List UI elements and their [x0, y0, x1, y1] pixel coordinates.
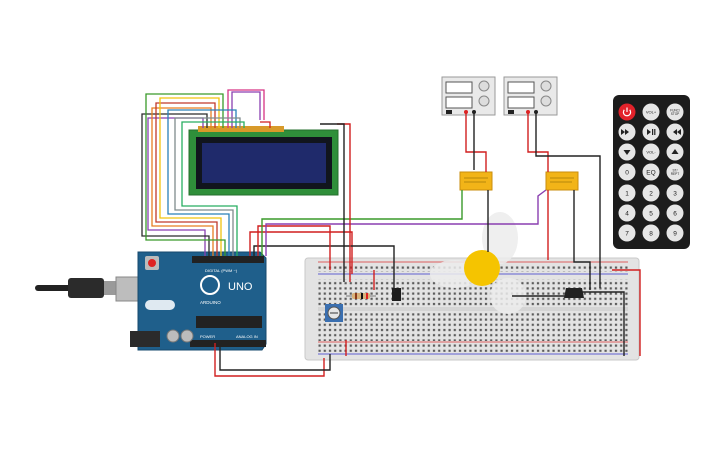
remote-button-label: STOP [671, 112, 680, 116]
remote-button-label: 4 [625, 210, 629, 217]
lcd-display [188, 126, 339, 196]
remote-button-face [666, 224, 684, 242]
rewind-icon [621, 129, 629, 135]
remote-button-2[interactable]: 2 [642, 184, 660, 202]
power-pins-label: POWER [200, 334, 215, 339]
remote-button-label: 8 [649, 230, 653, 237]
remote-button-face [618, 204, 636, 222]
remote-button-face [642, 103, 660, 121]
remote-button-up[interactable] [666, 143, 684, 161]
relay-2 [545, 171, 579, 191]
remote-button-face [666, 163, 684, 181]
resistor [346, 293, 376, 299]
remote-button-5[interactable]: 5 [642, 204, 660, 222]
arduino-model-label: UNO [228, 281, 253, 293]
remote-button-4[interactable]: 4 [618, 204, 636, 222]
remote-button-7[interactable]: 7 [618, 224, 636, 242]
arduino-brand-label: ARDUINO [200, 300, 221, 305]
down-icon [623, 150, 631, 155]
up-icon [671, 149, 679, 154]
remote-button-vol[interactable]: VOL+ [642, 103, 660, 121]
remote-button-face [618, 224, 636, 242]
remote-button-label: VOL+ [646, 109, 657, 114]
remote-button-face [642, 204, 660, 222]
remote-button-label: 3 [673, 190, 677, 197]
remote-button-func-stop[interactable]: FUNC/STOP [666, 103, 684, 121]
remote-button-3[interactable]: 3 [666, 184, 684, 202]
remote-button-label: 6 [673, 210, 677, 217]
circuit-wires [214, 113, 641, 377]
remote-button-play-pause[interactable] [642, 123, 660, 141]
remote-button-down[interactable] [618, 143, 636, 161]
usb-cable [35, 276, 143, 302]
remote-button-1[interactable]: 1 [618, 184, 636, 202]
remote-button-label: 5 [649, 210, 653, 217]
remote-button-8[interactable]: 8 [642, 224, 660, 242]
lcd-wires [141, 89, 271, 256]
ir-receiver [392, 288, 401, 301]
remote-button-label: REPT [671, 172, 680, 176]
remote-button-label: 0 [625, 169, 629, 176]
remote-button-face [642, 224, 660, 242]
remote-button-label: 1 [625, 190, 629, 197]
power-icon [622, 109, 632, 117]
arduino-board: UNO ARDUINO DIGITAL (PWM ~) POWER ANALOG… [130, 251, 267, 351]
remote-button-label: 2 [649, 190, 653, 197]
power-supply-1 [441, 76, 496, 116]
remote-button-eq[interactable]: EQ [642, 163, 660, 181]
remote-button-label: 7 [625, 230, 629, 237]
potentiometer [325, 304, 343, 322]
remote-button-label: ST/ [673, 168, 678, 172]
remote-button-face [666, 103, 684, 121]
remote-button-label: EQ [646, 169, 655, 176]
remote-button-rewind[interactable] [618, 123, 636, 141]
remote-button-face [618, 163, 636, 181]
fast-forward-icon [673, 129, 681, 135]
analog-pins-label: ANALOG IN [236, 334, 258, 339]
transistor [564, 288, 584, 298]
remote-button-0[interactable]: 0 [618, 163, 636, 181]
remote-button-label: 9 [673, 230, 677, 237]
ir-remote: VOL+ FUNC/STOP VOL- 0 EQ ST/REPT 1 2 3 4 5 6 7 8 9 [613, 95, 690, 249]
remote-button-face [642, 163, 660, 181]
remote-button-face [642, 184, 660, 202]
remote-button-face [618, 184, 636, 202]
remote-button-face [666, 204, 684, 222]
remote-button-vol[interactable]: VOL- [642, 143, 660, 161]
remote-button-label: FUNC/ [670, 108, 680, 112]
remote-button-fast-forward[interactable] [666, 123, 684, 141]
remote-button-6[interactable]: 6 [666, 204, 684, 222]
relay-1 [459, 171, 493, 191]
power-supply-2 [503, 76, 558, 116]
remote-button-st-rept[interactable]: ST/REPT [666, 163, 684, 181]
remote-button-face [666, 184, 684, 202]
dc-fan [430, 212, 526, 314]
remote-button-9[interactable]: 9 [666, 224, 684, 242]
remote-button-face [642, 143, 660, 161]
remote-button-label: VOL- [646, 149, 656, 154]
remote-button-power[interactable] [618, 103, 636, 121]
digital-pins-label: DIGITAL (PWM ~) [205, 268, 238, 273]
play-pause-icon [647, 129, 656, 135]
